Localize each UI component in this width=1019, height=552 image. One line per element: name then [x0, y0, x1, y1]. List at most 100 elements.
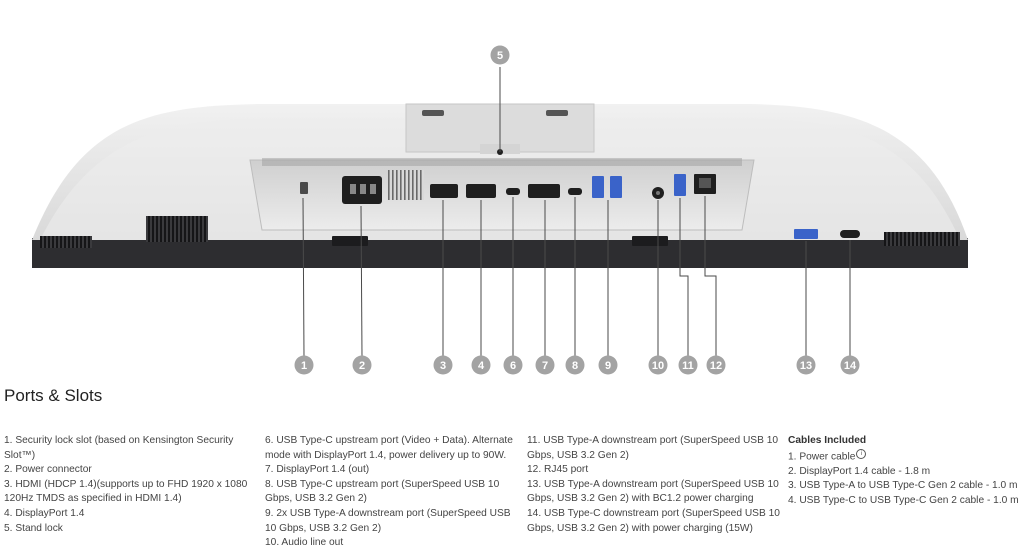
port-description: 10. Audio line out	[265, 536, 510, 551]
port-description: 7. DisplayPort 1.4 (out)	[265, 463, 510, 478]
port-description-line: Slot™)	[4, 449, 36, 461]
callout-badge: 7	[535, 355, 555, 375]
callout-circle	[503, 355, 523, 375]
usb-c-upstream	[568, 188, 582, 195]
callout-number: 4	[478, 360, 485, 372]
port-description-line: 12. RJ45 port	[527, 464, 589, 476]
hdmi-port	[430, 184, 458, 198]
callout-badge: 11	[678, 355, 698, 375]
callout-circle	[648, 355, 668, 375]
callout-badge: 14	[840, 355, 860, 375]
port-description: 12. RJ45 port	[527, 463, 772, 478]
port-description-line: Gbps, USB 3.2 Gen 2) with power charging…	[527, 522, 753, 534]
port-description: 3. HDMI (HDCP 1.4)(supports up to FHD 19…	[4, 478, 247, 507]
callout-circle	[796, 355, 816, 375]
callout-circle	[678, 355, 698, 375]
callout-number: 5	[497, 50, 503, 62]
side-usb-c-port	[840, 230, 860, 238]
port-description: 2. Power connector	[4, 463, 240, 478]
callout-circle	[433, 355, 453, 375]
port-description-line: 14. USB Type-C downstream port (SuperSpe…	[527, 507, 780, 519]
vent-left-2	[146, 216, 208, 242]
port-description: 6. USB Type-C upstream port (Video + Dat…	[265, 434, 513, 463]
callout-number: 8	[572, 360, 578, 372]
port-description: 8. USB Type-C upstream port (SuperSpeed …	[265, 478, 510, 507]
callout-circle	[294, 355, 314, 375]
ports-column-3: 11. USB Type-A downstream port (SuperSpe…	[527, 434, 780, 536]
port-description: 11. USB Type-A downstream port (SuperSpe…	[527, 434, 779, 463]
callout-number: 3	[440, 360, 446, 372]
port-description-line: 5. Stand lock	[4, 522, 63, 534]
cable-item: 2. DisplayPort 1.4 cable - 1.8 m	[788, 465, 931, 477]
callout-number: 10	[652, 360, 664, 372]
callout-badge: 9	[598, 355, 618, 375]
cable-item: 4. USB Type-C to USB Type-C Gen 2 cable …	[788, 494, 1019, 506]
callout-number: 7	[542, 360, 548, 372]
usb-c-upstream-video	[506, 188, 520, 195]
callout-number: 2	[359, 360, 365, 372]
callout-badge: 8	[565, 355, 585, 375]
port-description: 1. Security lock slot (based on Kensingt…	[4, 434, 240, 463]
usb-a-port-2	[610, 176, 622, 198]
port-description-line: 7. DisplayPort 1.4 (out)	[265, 464, 370, 476]
port-description-line: Gbps, USB 3.2 Gen 2) with BC1.2 power ch…	[527, 493, 754, 505]
ports-column-1: 1. Security lock slot (based on Kensingt…	[4, 434, 247, 537]
displayport-in	[466, 184, 496, 198]
callout-number: 12	[710, 360, 722, 372]
port-description-line: 11. USB Type-A downstream port (SuperSpe…	[527, 435, 779, 446]
port-description-line: 6. USB Type-C upstream port (Video + Dat…	[265, 435, 513, 446]
cable-item: 3. USB Type-A to USB Type-C Gen 2 cable …	[788, 480, 1018, 492]
usb-a-port-1	[592, 176, 604, 198]
callout-circle	[840, 355, 860, 375]
port-description-line: 9. 2x USB Type-A downstream port (SuperS…	[265, 507, 511, 519]
info-icon[interactable]: i	[856, 448, 867, 459]
port-description-line: 4. DisplayPort 1.4	[4, 507, 85, 519]
callout-circle	[535, 355, 555, 375]
callout-badge: 10	[648, 355, 668, 375]
callout-badge: 4	[471, 355, 491, 375]
port-description: 13. USB Type-A downstream port (SuperSpe…	[527, 478, 779, 507]
callout-number: 11	[682, 360, 694, 372]
callout-badge: 12	[706, 355, 726, 375]
callout-number: 1	[301, 360, 307, 372]
callout-badge: 6	[503, 355, 523, 375]
callout-badge: 1	[294, 355, 314, 375]
callout-circle	[706, 355, 726, 375]
port-description: 5. Stand lock	[4, 522, 240, 537]
callout-circle	[598, 355, 618, 375]
callout-number: 9	[605, 360, 611, 372]
port-description-line: Gbps, USB 3.2 Gen 2)	[265, 493, 367, 505]
port-description: 14. USB Type-C downstream port (SuperSpe…	[527, 507, 780, 536]
callout-circle	[565, 355, 585, 375]
callout-circle	[352, 355, 372, 375]
port-description-line: 2. Power connector	[4, 464, 92, 476]
monitor-bottom-edge	[32, 238, 968, 268]
side-usb-a-port	[794, 229, 818, 239]
callout-circle	[471, 355, 491, 375]
vent-left	[40, 236, 92, 248]
vent-right	[884, 232, 960, 246]
callout-number: 14	[844, 360, 857, 372]
port-description-line: 10. Audio line out	[265, 537, 344, 549]
callout-badge: 5	[490, 45, 510, 65]
port-description: 9. 2x USB Type-A downstream port (SuperS…	[265, 507, 511, 536]
port-description-line: 10 Gbps, USB 3.2 Gen 2)	[265, 522, 382, 534]
port-description-line: 1. Security lock slot (based on Kensingt…	[4, 435, 234, 446]
callout-badge: 2	[352, 355, 372, 375]
port-description: 4. DisplayPort 1.4	[4, 507, 240, 522]
port-description-line: 13. USB Type-A downstream port (SuperSpe…	[527, 478, 779, 490]
section-title: Ports & Slots	[4, 386, 103, 405]
port-description-line: 120Hz TMDS as specified in HDMI 1.4)	[4, 493, 182, 505]
port-description-line: Gbps, USB 3.2 Gen 2)	[527, 449, 629, 461]
callout-badge: 3	[433, 355, 453, 375]
port-description-line: mode with DisplayPort 1.4, power deliver…	[265, 449, 507, 461]
usb-a-port-3	[674, 174, 686, 196]
callout-circle	[490, 45, 510, 65]
callout-number: 6	[510, 360, 516, 372]
displayport-out	[528, 184, 560, 198]
ports-column-2: 6. USB Type-C upstream port (Video + Dat…	[265, 434, 513, 551]
